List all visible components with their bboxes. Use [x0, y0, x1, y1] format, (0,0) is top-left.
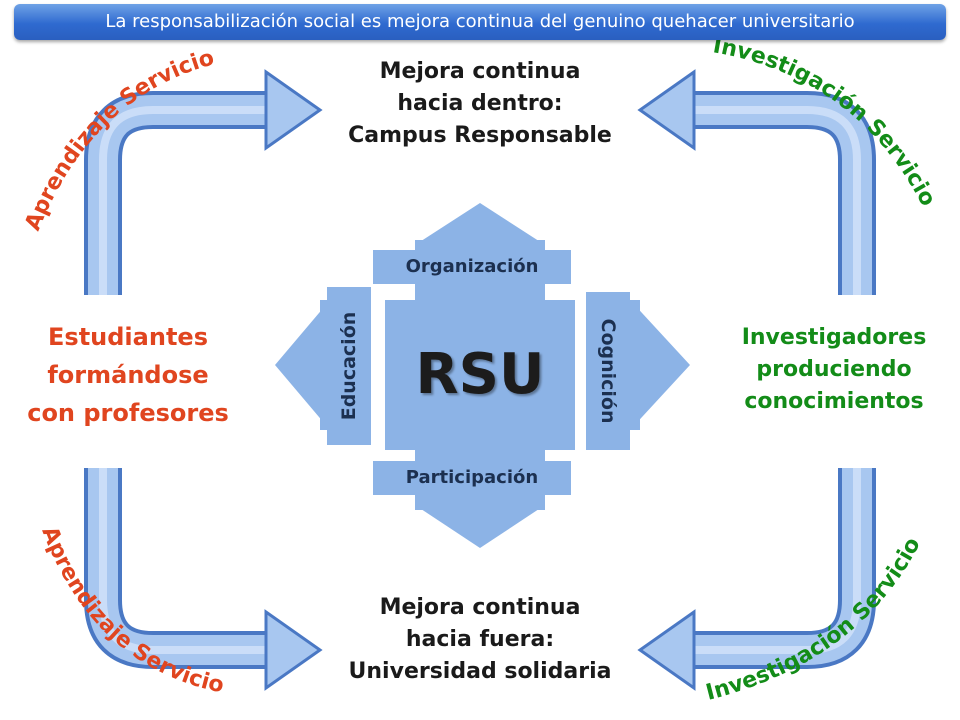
curved-arrow-top-left	[84, 69, 323, 295]
curved-arrow-bottom-right	[637, 468, 876, 691]
curved-label-bottom-right: Investigación Servicio	[703, 534, 925, 706]
cognicion-label: Cognición	[586, 292, 630, 450]
right-arrow	[630, 300, 690, 430]
curved-arrow-bottom-left	[84, 468, 323, 691]
bottom-block: Mejora continua hacia fuera: Universidad…	[300, 592, 660, 688]
bottom-block-line-2: hacia fuera:	[405, 627, 555, 652]
right-block-line-2: produciendo	[756, 357, 912, 382]
right-block-line-1: Investigadores	[741, 325, 927, 350]
bottom-block-line-1: Mejora continua	[379, 595, 581, 620]
cognicion-label-text: Cognición	[597, 318, 619, 424]
curved-label-bottom-left: Aprendizaje Servicio	[36, 523, 226, 698]
top-block-line-2: hacia dentro:	[397, 91, 563, 116]
right-block: Investigadores produciendo conocimientos	[712, 322, 956, 418]
left-block-line-1: Estudiantes	[48, 323, 208, 351]
up-arrow	[415, 203, 545, 250]
right-block-line-3: conocimientos	[744, 389, 924, 414]
left-block-line-3: con profesores	[27, 399, 229, 427]
left-arrow	[275, 300, 330, 430]
left-block: Estudiantes formándose con profesores	[0, 318, 256, 432]
participacion-label: Participación	[373, 461, 571, 495]
down-arrow	[415, 500, 545, 548]
top-block-line-1: Mejora continua	[379, 59, 581, 84]
educacion-label: Educación	[327, 287, 371, 445]
rsu-center-box: RSU	[385, 300, 575, 450]
top-block: Mejora continua hacia dentro: Campus Res…	[300, 56, 660, 152]
organizacion-label: Organización	[373, 250, 571, 284]
banner-title: La responsabilización social es mejora c…	[14, 4, 946, 40]
bottom-block-line-3: Universidad solidaria	[348, 659, 612, 684]
top-block-line-3: Campus Responsable	[348, 123, 612, 148]
curved-arrow-top-right	[637, 69, 876, 295]
left-block-line-2: formándose	[47, 361, 209, 389]
educacion-label-text: Educación	[338, 311, 360, 421]
